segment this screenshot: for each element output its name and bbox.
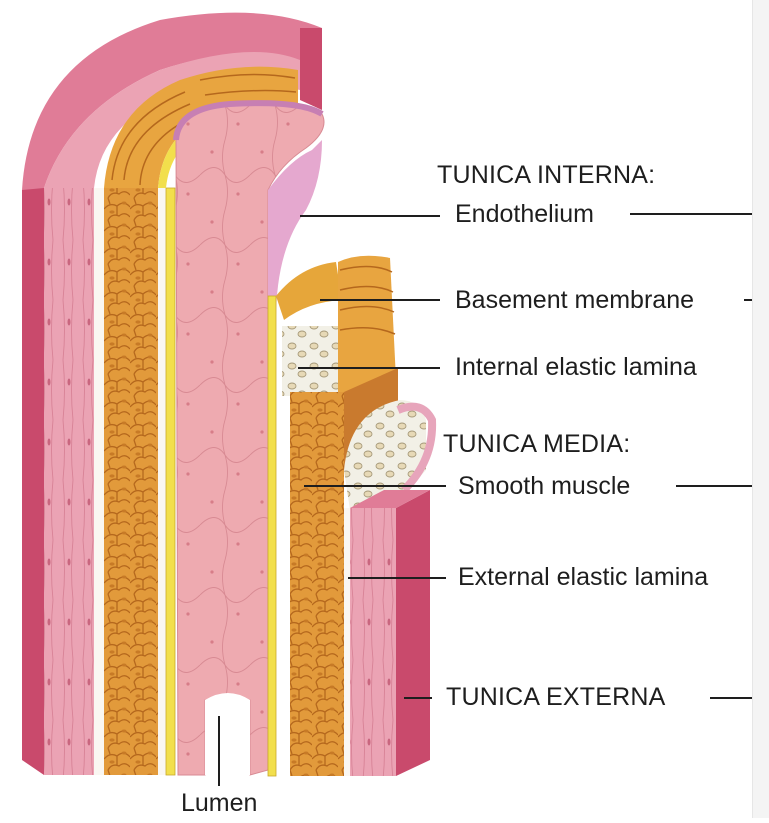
label-internal-elastic-lamina: Internal elastic lamina xyxy=(455,355,697,380)
label-endothelium: Endothelium xyxy=(455,202,594,227)
label-tunica-interna: TUNICA INTERNA: xyxy=(437,163,655,188)
label-external-elastic-lamina: External elastic lamina xyxy=(458,565,708,590)
externa-face-left xyxy=(44,188,94,775)
page-edge xyxy=(752,0,769,818)
basement-membrane-band xyxy=(276,262,342,320)
externa-outer-right xyxy=(396,490,430,776)
label-lumen: Lumen xyxy=(181,791,257,816)
externa-outer-left xyxy=(22,178,44,775)
internal-lamina-left xyxy=(166,188,175,775)
subendothelial-layer xyxy=(282,326,338,396)
externa-top-rim xyxy=(300,28,322,110)
label-smooth-muscle: Smooth muscle xyxy=(458,474,630,499)
externa-face-right xyxy=(350,508,396,776)
label-tunica-externa: TUNICA EXTERNA xyxy=(446,685,666,710)
label-tunica-media: TUNICA MEDIA: xyxy=(443,432,630,457)
label-basement-membrane: Basement membrane xyxy=(455,288,694,313)
gap-left-1 xyxy=(94,188,104,775)
media-face-right xyxy=(290,392,344,776)
media-face-left xyxy=(104,188,158,775)
lumen-opening xyxy=(205,693,250,775)
gap-left-2 xyxy=(158,188,166,775)
gap-right xyxy=(344,508,350,776)
internal-lamina-right xyxy=(268,296,276,776)
